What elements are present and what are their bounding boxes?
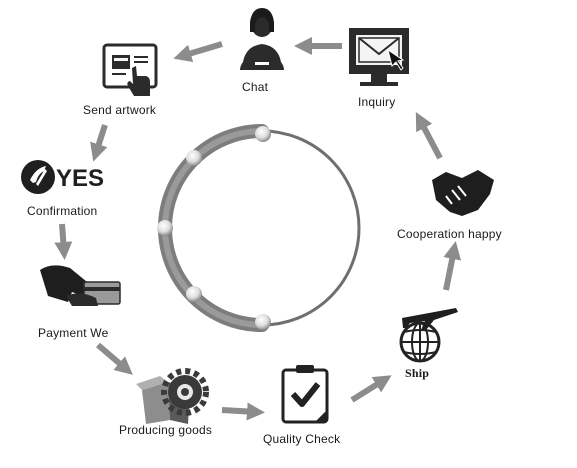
flow-arrows	[54, 37, 462, 421]
arrow-chat-to-artwork	[173, 41, 223, 63]
ring-bead	[255, 126, 271, 142]
ring-bead	[157, 220, 173, 236]
producing-goods-label: Producing goods	[119, 423, 213, 437]
arrow-ship-to-cooperation	[443, 241, 462, 291]
yes-badge-icon	[21, 160, 55, 194]
arrow-payment-to-producing	[96, 342, 133, 375]
arrow-cooperation-to-inquiry	[415, 112, 443, 160]
arrow-producing-to-quality	[221, 402, 265, 421]
chat-icon	[240, 8, 284, 70]
ring-bead	[186, 286, 202, 302]
arrow-quality-to-ship	[350, 375, 392, 403]
inquiry-label: Inquiry	[358, 95, 396, 109]
central-ring	[157, 124, 361, 332]
payment-label: Payment We	[38, 326, 109, 340]
chat-label: Chat	[242, 80, 269, 94]
cooperation-label: Cooperation happy	[397, 227, 502, 241]
send-artwork-icon	[102, 43, 158, 96]
payment-icon	[40, 265, 121, 306]
arrow-artwork-to-confirmation	[90, 124, 108, 162]
confirmation-label: Confirmation	[27, 204, 98, 218]
yes-badge-text: YES	[56, 165, 104, 192]
inquiry-icon	[349, 28, 409, 86]
ship-label: Ship	[405, 366, 430, 380]
producing-goods-icon	[136, 368, 209, 424]
ship-icon	[399, 308, 458, 363]
ring-bead	[186, 150, 202, 166]
send-artwork-label: Send artwork	[83, 103, 157, 117]
quality-check-icon	[281, 365, 329, 424]
handshake-icon	[432, 170, 494, 216]
arrow-confirmation-to-payment	[54, 223, 73, 260]
ring-bead	[255, 314, 271, 330]
quality-check-label: Quality Check	[263, 432, 341, 446]
